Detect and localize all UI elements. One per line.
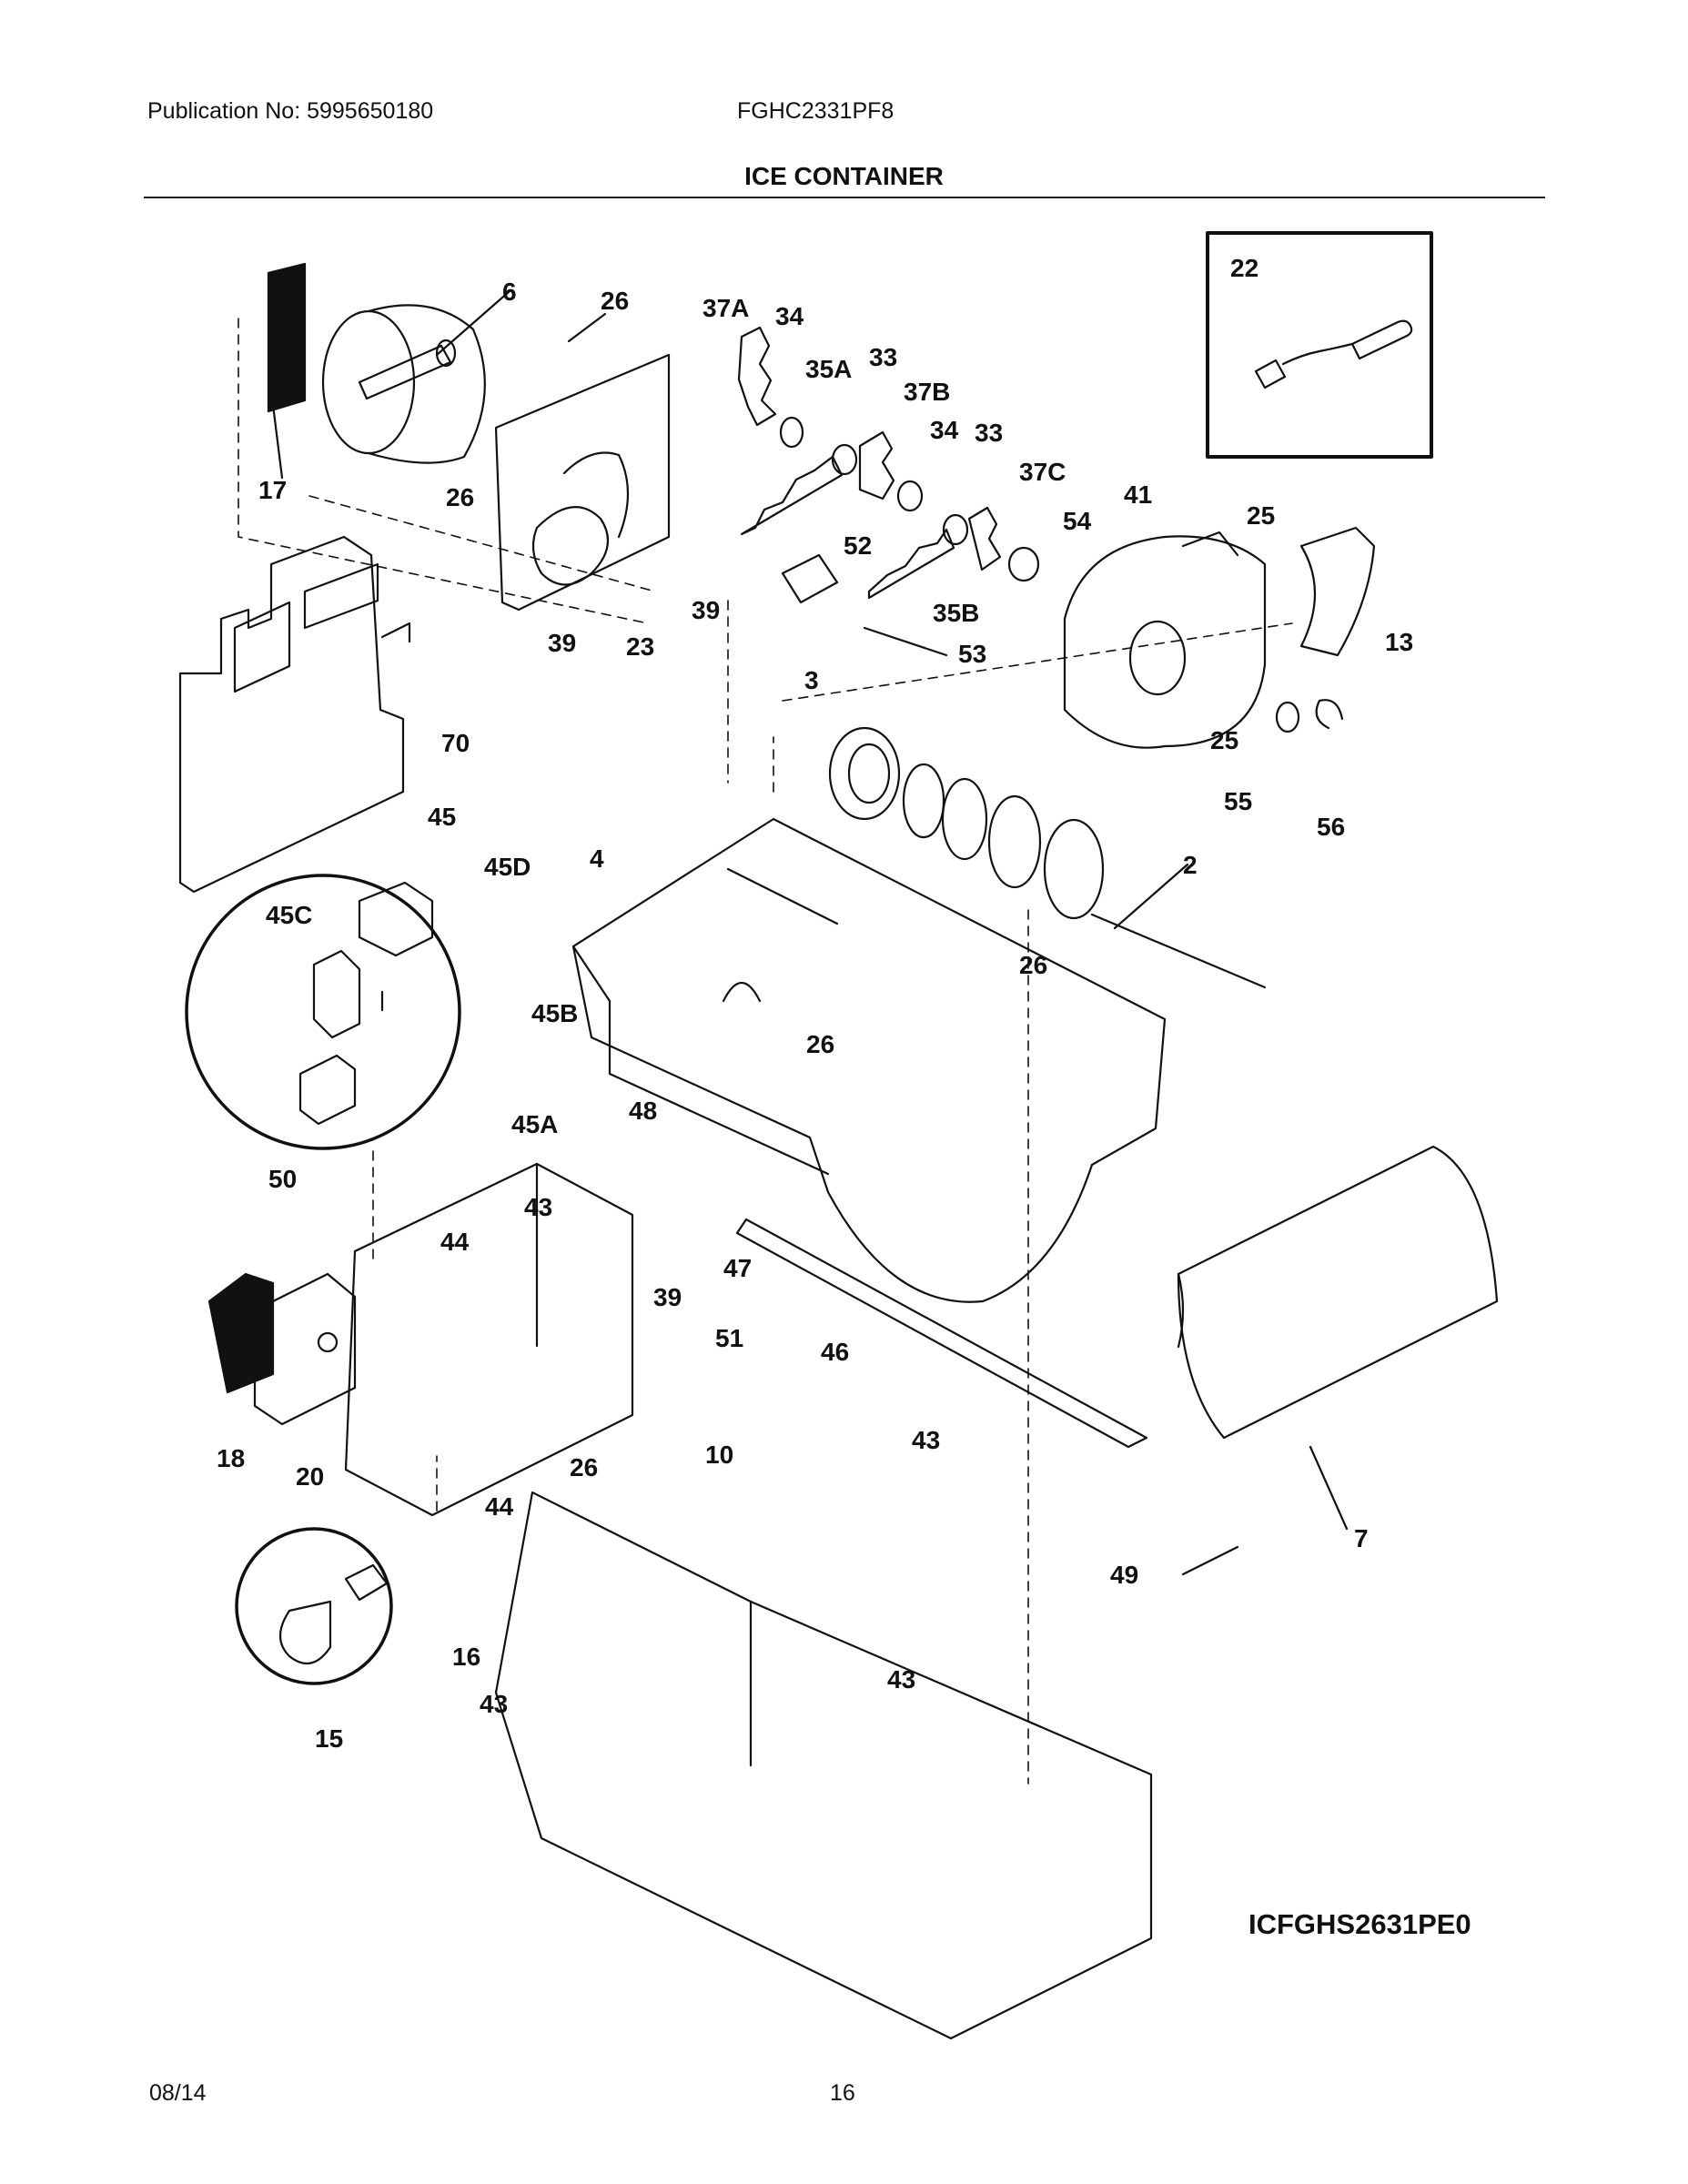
callout-26b: 26 bbox=[446, 483, 474, 511]
diagram-code: ICFGHS2631PE0 bbox=[1248, 1908, 1471, 1940]
callout-7: 7 bbox=[1354, 1524, 1369, 1552]
callout-26c: 26 bbox=[1019, 951, 1047, 979]
part-2-auger bbox=[902, 763, 1267, 989]
callout-3: 3 bbox=[804, 666, 819, 694]
callout-34b: 34 bbox=[930, 416, 959, 444]
callout-37A: 37A bbox=[702, 294, 749, 322]
callout-54: 54 bbox=[1063, 507, 1092, 535]
callout-35B: 35B bbox=[933, 599, 979, 627]
callout-23: 23 bbox=[626, 632, 654, 661]
part-7-front-cover bbox=[1177, 1145, 1499, 1440]
callout-43c: 43 bbox=[887, 1665, 915, 1694]
callout-70: 70 bbox=[441, 729, 470, 757]
part-49-tray bbox=[494, 1491, 1153, 2040]
callout-16: 16 bbox=[452, 1643, 480, 1671]
callout-4: 4 bbox=[590, 844, 604, 873]
callout-35A: 35A bbox=[805, 355, 852, 383]
thermistor-harness-part bbox=[1254, 319, 1413, 389]
part-3-ring bbox=[828, 726, 901, 821]
part-41-housing bbox=[1063, 531, 1267, 749]
callout-39b: 39 bbox=[548, 629, 576, 657]
part-23-plate bbox=[494, 353, 671, 612]
header-rule bbox=[144, 197, 1545, 198]
model-number: FGHC2331PF8 bbox=[737, 98, 895, 124]
footer-date: 08/14 bbox=[149, 2080, 207, 2106]
callout-45: 45 bbox=[428, 803, 456, 831]
callout-26e: 26 bbox=[570, 1453, 598, 1481]
callout-56: 56 bbox=[1317, 813, 1345, 841]
callout-43d: 43 bbox=[480, 1690, 508, 1718]
footer-page-number: 16 bbox=[830, 2080, 855, 2106]
callout-43: 43 bbox=[524, 1193, 552, 1221]
part-6-drum bbox=[321, 304, 486, 464]
callout-52: 52 bbox=[844, 531, 872, 560]
callout-48: 48 bbox=[629, 1097, 657, 1125]
callout-22: 22 bbox=[1230, 254, 1258, 282]
part-17-strip bbox=[267, 262, 307, 413]
callout-33b: 33 bbox=[975, 419, 1003, 447]
callout-39: 39 bbox=[692, 596, 720, 624]
callout-41: 41 bbox=[1124, 480, 1152, 509]
callout-26: 26 bbox=[601, 287, 629, 315]
detail-circle-45 bbox=[185, 874, 461, 1150]
part-18-motor bbox=[207, 1272, 357, 1426]
callout-47: 47 bbox=[723, 1254, 752, 1282]
callout-44: 44 bbox=[440, 1228, 470, 1256]
callout-25b: 25 bbox=[1210, 726, 1238, 754]
callout-44b: 44 bbox=[485, 1492, 514, 1521]
callout-15: 15 bbox=[315, 1724, 343, 1753]
callout-49: 49 bbox=[1110, 1561, 1138, 1589]
callout-45A: 45A bbox=[511, 1110, 558, 1138]
callout-39c: 39 bbox=[653, 1283, 682, 1311]
callout-37B: 37B bbox=[904, 378, 950, 406]
callout-25: 25 bbox=[1247, 501, 1275, 530]
auger-drive-parts bbox=[737, 326, 1040, 657]
part-13-cover bbox=[1299, 526, 1376, 657]
part-20-housing bbox=[344, 1162, 634, 1517]
callout-45B: 45B bbox=[531, 999, 578, 1027]
section-title: ICE CONTAINER bbox=[744, 162, 944, 190]
inset-box bbox=[1206, 231, 1433, 459]
callout-18: 18 bbox=[217, 1444, 245, 1472]
detail-circle-15-16 bbox=[235, 1527, 393, 1685]
callout-55: 55 bbox=[1224, 787, 1252, 815]
callout-50: 50 bbox=[268, 1165, 297, 1193]
callout-53: 53 bbox=[958, 640, 986, 668]
callout-45C: 45C bbox=[266, 901, 312, 929]
publication-number: Publication No: 5995650180 bbox=[147, 98, 434, 124]
callout-2: 2 bbox=[1183, 851, 1198, 879]
callout-45D: 45D bbox=[484, 853, 531, 881]
callout-13: 13 bbox=[1385, 628, 1413, 656]
part-56-clip bbox=[1315, 699, 1344, 730]
callout-51: 51 bbox=[715, 1324, 743, 1352]
part-70-bracket bbox=[178, 535, 411, 894]
callout-34: 34 bbox=[775, 302, 804, 330]
callout-10: 10 bbox=[705, 1441, 733, 1469]
part-55-ring bbox=[1275, 701, 1300, 733]
part-4-bucket bbox=[571, 817, 1167, 1303]
callout-37C: 37C bbox=[1019, 458, 1066, 486]
callout-43b: 43 bbox=[912, 1426, 940, 1454]
part-46-rod bbox=[735, 1218, 1148, 1449]
callout-33: 33 bbox=[869, 343, 897, 371]
callout-20: 20 bbox=[296, 1462, 324, 1491]
callout-6: 6 bbox=[502, 278, 517, 306]
callout-26d: 26 bbox=[806, 1030, 834, 1058]
callout-46: 46 bbox=[821, 1338, 849, 1366]
callout-17: 17 bbox=[258, 476, 287, 504]
